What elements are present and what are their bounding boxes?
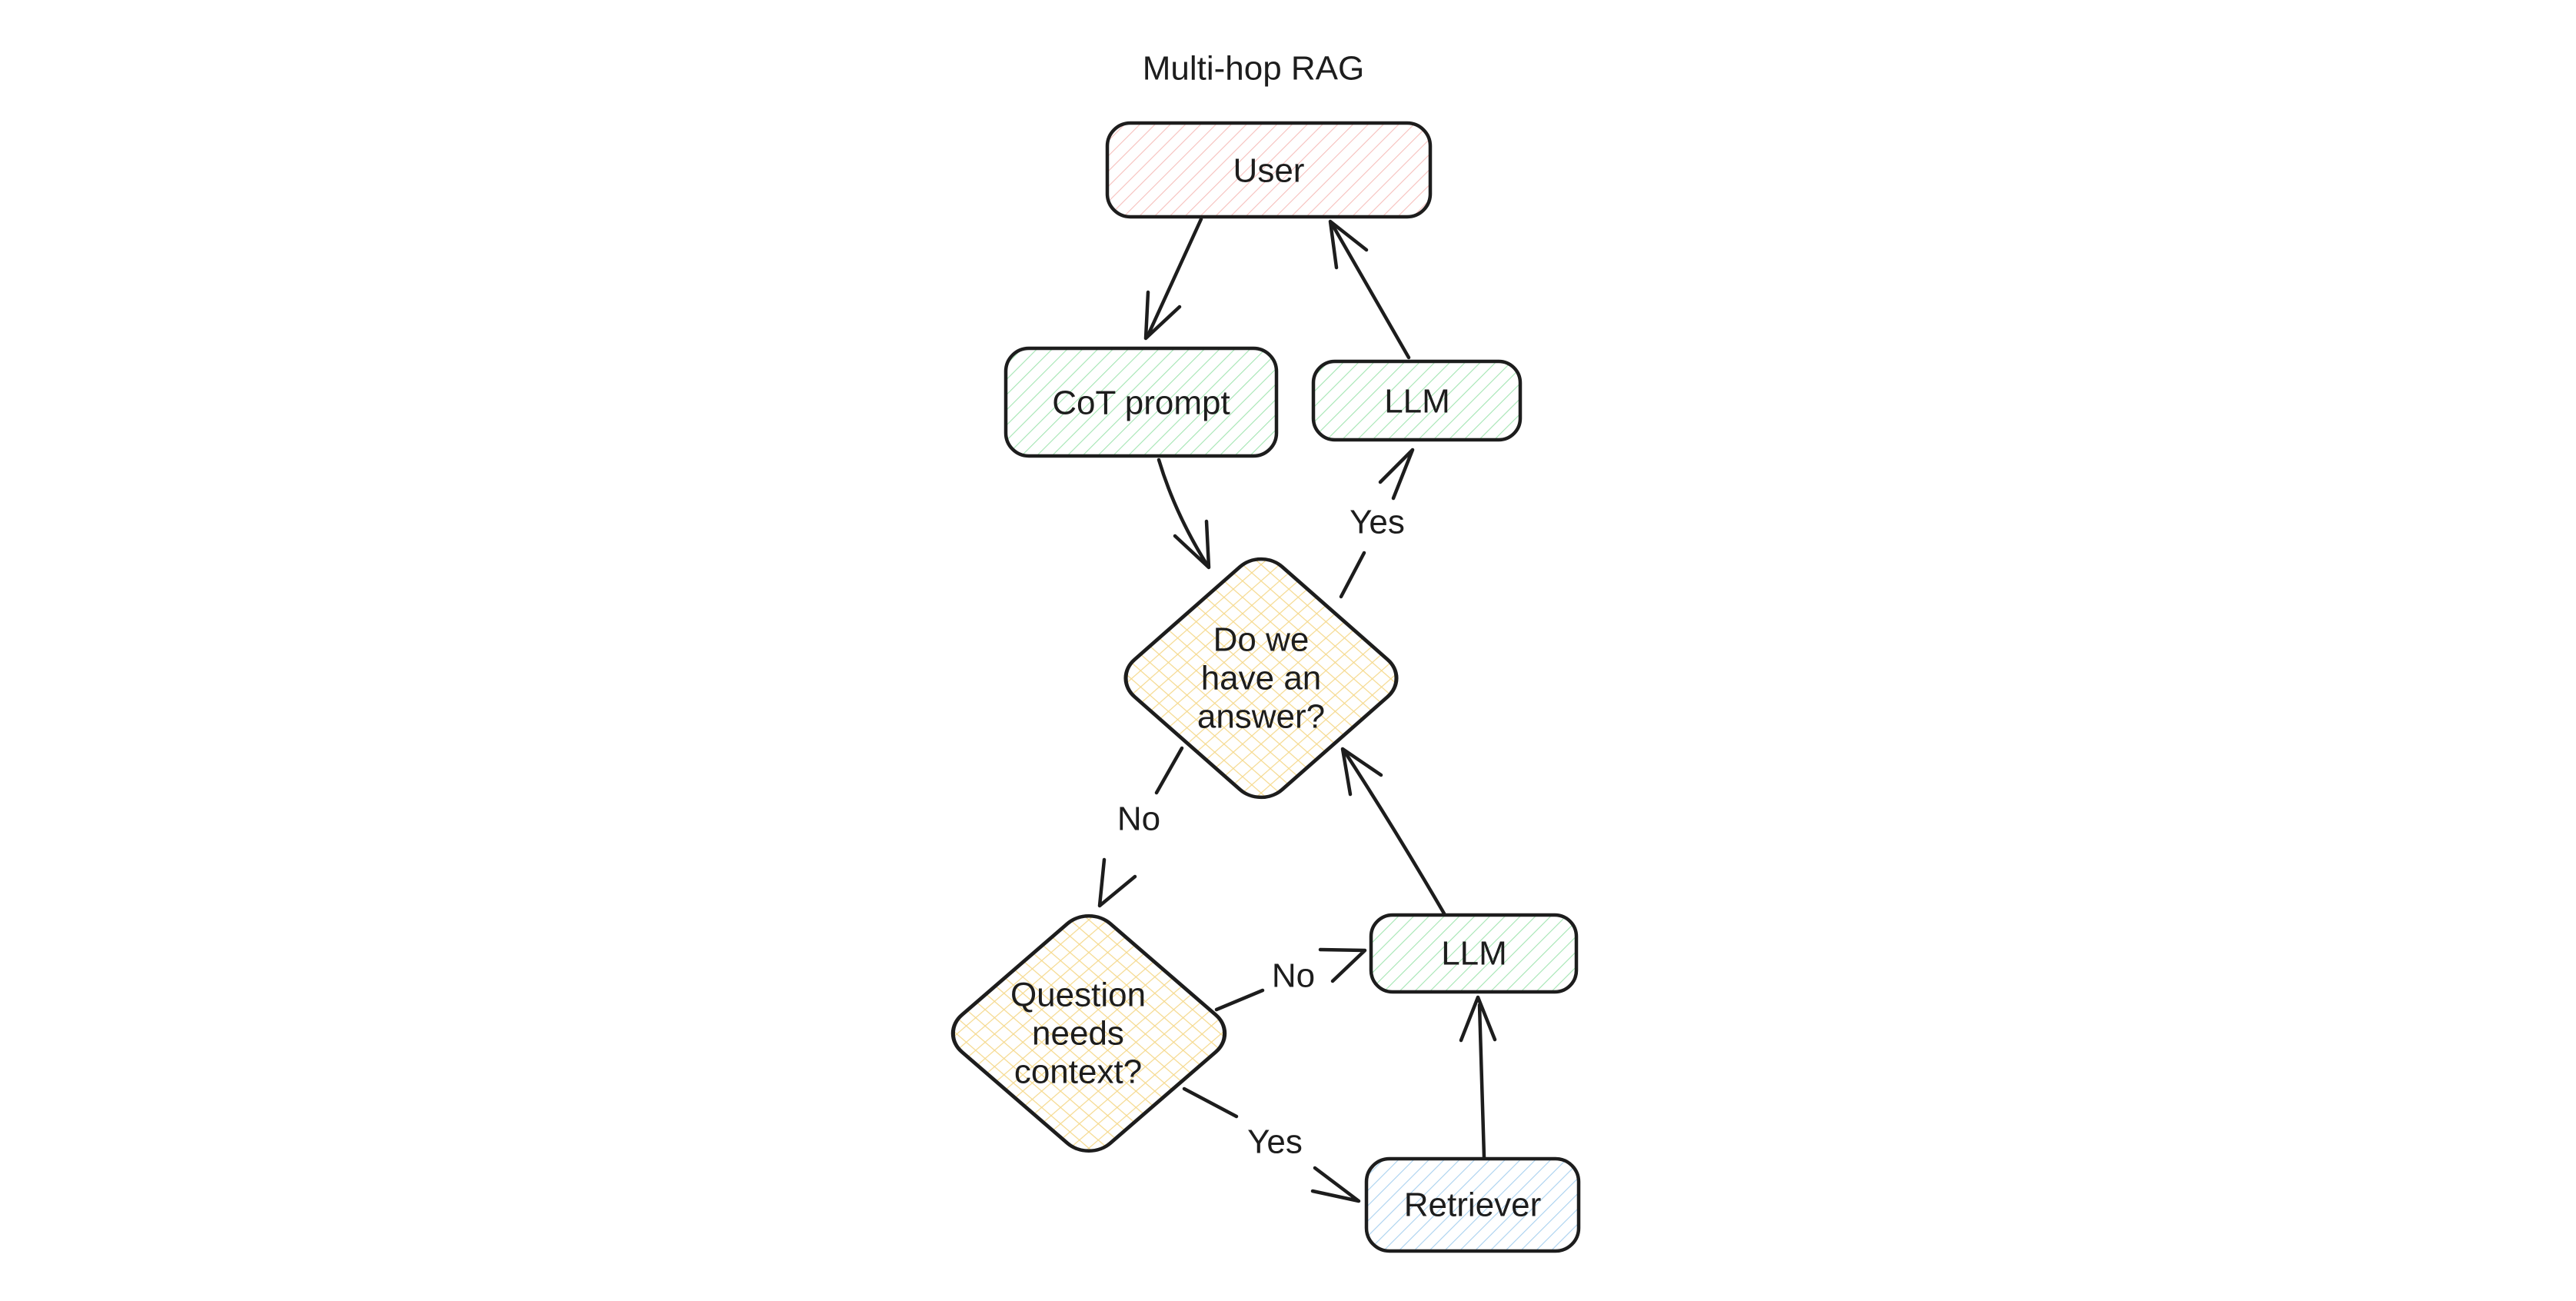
arrowhead-llm-top-to-user: [1328, 219, 1369, 270]
edge-answer-to-context: [1154, 746, 1184, 795]
arrowhead-cot-to-answer: [1173, 519, 1211, 570]
edge-label-answer-no: No: [1117, 800, 1160, 838]
node-user-label: User: [1233, 152, 1305, 190]
edge-context-to-retriever: [1182, 1086, 1239, 1119]
node-cot-prompt: [1003, 346, 1279, 458]
edge-context-to-llm-bottom: [1214, 988, 1265, 1012]
node-cot-prompt-label: CoT prompt: [1052, 384, 1230, 422]
node-llm-top-label: LLM: [1384, 383, 1450, 421]
edge-label-context-yes: Yes: [1247, 1123, 1303, 1161]
node-context-decision-line-3: context?: [1014, 1053, 1142, 1091]
node-context-decision: [950, 913, 1227, 1153]
node-retriever-label: Retriever: [1404, 1186, 1542, 1224]
arrowhead-user-to-cot: [1143, 290, 1182, 341]
node-retriever: [1364, 1156, 1581, 1253]
arrowhead-answer-to-llm-top: [1378, 448, 1415, 501]
node-llm-top: [1311, 359, 1523, 442]
edge-label-answer-yes: Yes: [1350, 504, 1405, 541]
node-answer-decision: [1123, 557, 1399, 800]
node-llm-bottom: [1369, 913, 1579, 994]
node-answer-decision-line-1: Do we: [1213, 621, 1310, 659]
node-answer-decision-line-3: answer?: [1197, 698, 1325, 736]
arrowhead-context-to-retriever: [1310, 1166, 1361, 1203]
edge-answer-to-llm-top: [1339, 551, 1366, 599]
node-answer-decision-line-2: have an: [1201, 660, 1322, 697]
arrowhead-retriever-to-llm-bottom: [1459, 995, 1497, 1043]
edge-retriever-to-llm-bottom: [1477, 1003, 1486, 1160]
edge-user-to-cot: [1145, 217, 1203, 339]
edge-cot-to-answer: [1157, 458, 1210, 567]
arrowhead-llm-bottom-to-answer: [1340, 747, 1383, 797]
node-context-decision-line-2: needs: [1032, 1015, 1124, 1053]
node-llm-bottom-label: LLM: [1441, 935, 1507, 973]
arrowhead-context-to-llm-bottom: [1318, 947, 1367, 983]
node-context-decision-line-1: Question: [1010, 977, 1146, 1014]
edge-llm-top-to-user: [1330, 221, 1411, 360]
node-user: [1105, 121, 1433, 219]
arrowhead-answer-to-context: [1097, 857, 1137, 908]
edge-llm-bottom-to-answer: [1343, 750, 1446, 916]
diagram-title: Multi-hop RAG: [1143, 50, 1365, 88]
edge-label-context-no: No: [1272, 957, 1315, 995]
